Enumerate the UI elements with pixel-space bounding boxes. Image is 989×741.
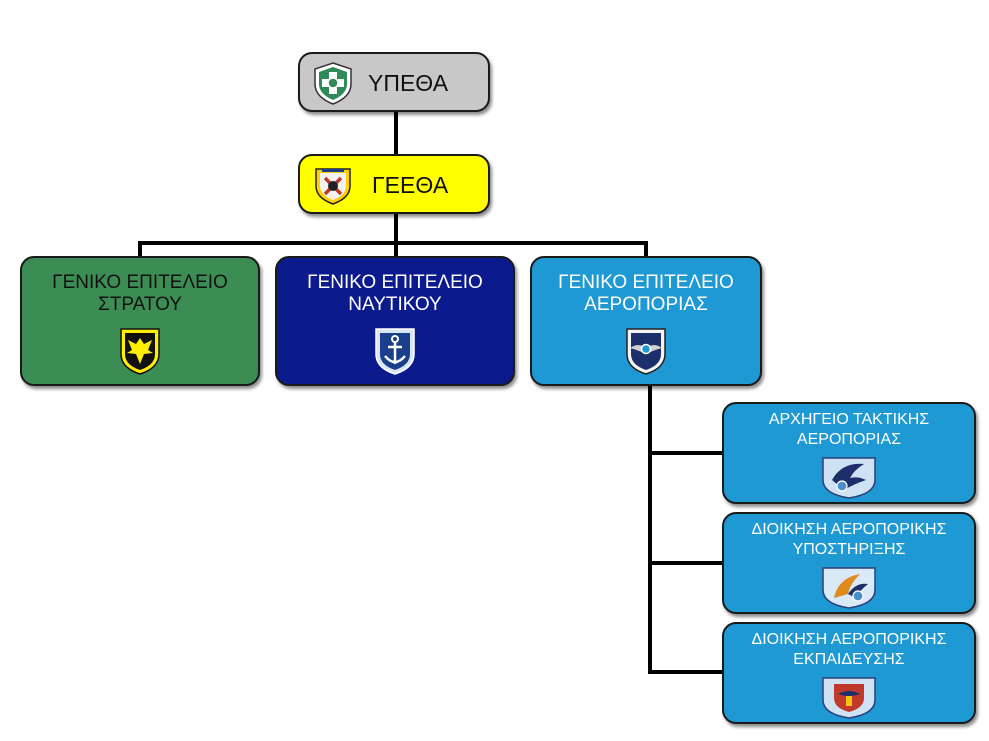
army-staff-box: ΓΕΝΙΚΟ ΕΠΙΤΕΛΕΙΟ ΣΤΡΑΤΟΥ (20, 256, 260, 386)
hellenic-national-defence-general-staff-emblem-icon (312, 164, 354, 211)
air-force-staff-label: ΓΕΝΙΚΟ ΕΠΙΤΕΛΕΙΟ ΑΕΡΟΠΟΡΙΑΣ (558, 272, 734, 315)
air-force-staff-box: ΓΕΝΙΚΟ ΕΠΙΤΕΛΕΙΟ ΑΕΡΟΠΟΡΙΑΣ (530, 256, 762, 386)
navy-staff-box: ΓΕΝΙΚΟ ΕΠΙΤΕΛΕΙΟ ΝΑΥΤΙΚΟΥ (275, 256, 515, 386)
air-support-command-box: ΔΙΟΙΚΗΣΗ ΑΕΡΟΠΟΡΙΚΗΣ ΥΠΟΣΤΗΡΙΞΗΣ (722, 512, 976, 614)
air-force-wings-emblem-icon (624, 326, 668, 381)
navy-staff-label: ΓΕΝΙΚΟ ΕΠΙΤΕΛΕΙΟ ΝΑΥΤΙΚΟΥ (307, 272, 483, 315)
ministry-box: ΥΠΕΘΑ (298, 52, 490, 112)
air-support-command-emblem-icon (820, 564, 878, 615)
air-support-command-label: ΔΙΟΙΚΗΣΗ ΑΕΡΟΠΟΡΙΚΗΣ ΥΠΟΣΤΗΡΙΞΗΣ (751, 521, 947, 558)
general-staff-label: ΓΕΕΘΑ (372, 172, 449, 198)
ministry-label: ΥΠΕΘΑ (368, 70, 449, 96)
tactical-air-command-emblem-icon (820, 454, 878, 505)
air-training-command-emblem-icon (820, 674, 878, 725)
air-training-command-label: ΔΙΟΙΚΗΣΗ ΑΕΡΟΠΟΡΙΚΗΣ ΕΚΠΑΙΔΕΥΣΗΣ (751, 631, 947, 668)
tactical-air-command-box: ΑΡΧΗΓΕΙΟ ΤΑΚΤΙΚΗΣ ΑΕΡΟΠΟΡΙΑΣ (722, 402, 976, 504)
navy-anchor-emblem-icon (373, 326, 417, 381)
army-eagle-emblem-icon (118, 326, 162, 381)
army-staff-label: ΓΕΝΙΚΟ ΕΠΙΤΕΛΕΙΟ ΣΤΡΑΤΟΥ (52, 272, 228, 315)
tactical-air-command-label: ΑΡΧΗΓΕΙΟ ΤΑΚΤΙΚΗΣ ΑΕΡΟΠΟΡΙΑΣ (768, 411, 930, 448)
air-training-command-box: ΔΙΟΙΚΗΣΗ ΑΕΡΟΠΟΡΙΚΗΣ ΕΚΠΑΙΔΕΥΣΗΣ (722, 622, 976, 724)
ministry-emblem-icon (310, 60, 356, 111)
general-staff-box: ΓΕΕΘΑ (298, 154, 490, 214)
